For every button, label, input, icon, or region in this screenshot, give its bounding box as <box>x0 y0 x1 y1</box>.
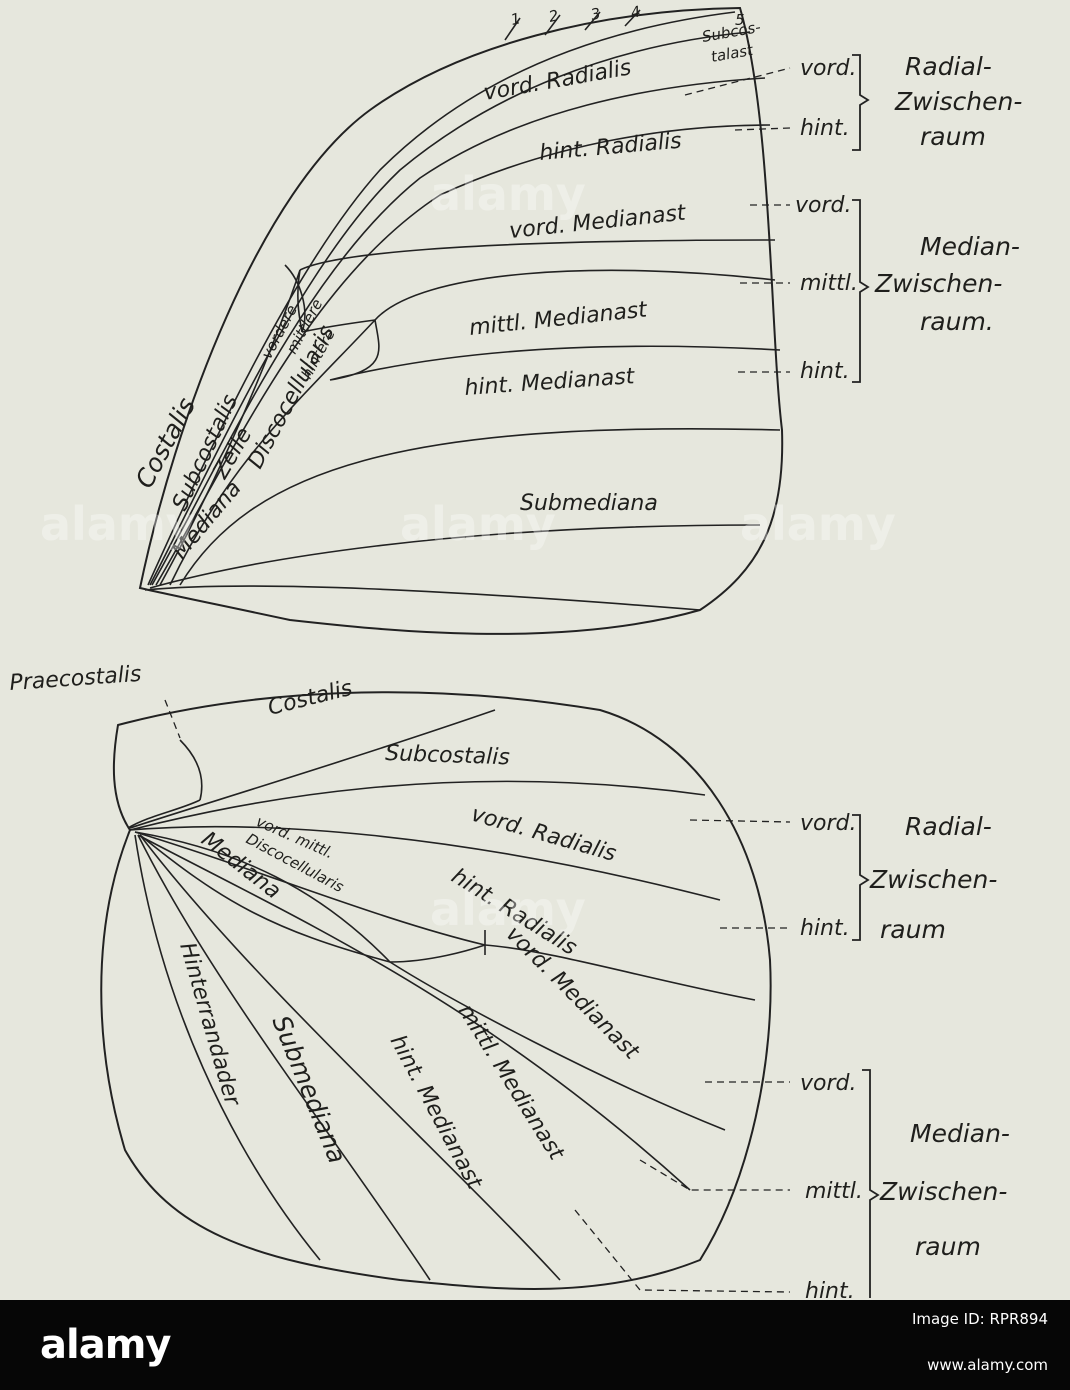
forewing-median-tag-mittl: mittl. <box>800 271 858 296</box>
forewing-subcostalast-label-2: talast <box>710 41 756 66</box>
hindwing-median-group-3: raum <box>915 1232 981 1261</box>
forewing-vein-number-2: 2 <box>547 6 560 26</box>
forewing-hint-medianast-label: hint. Medianast <box>464 364 637 401</box>
forewing-outline <box>138 6 784 635</box>
hindwing-mediana-label: Mediana <box>196 827 285 904</box>
forewing-vein-number-1: 1 <box>509 9 522 29</box>
hindwing-radial-group-3: raum <box>880 915 946 944</box>
forewing-radial-tag-vord: vord. <box>800 56 856 81</box>
hindwing-submediana-label: Submediana <box>266 1011 352 1167</box>
hindwing-praecostalis-label: Praecostalis <box>9 662 143 696</box>
hindwing-radial-tag-hint: hint. <box>800 916 850 941</box>
forewing-radial-group-3: raum <box>920 122 986 151</box>
wing-venation-plate: 1 2 3 4 5 Subcos- talast vord. Radialis … <box>9 2 1023 1300</box>
forewing-radial-brace <box>852 54 870 151</box>
forewing-vord-radialis-label: vord. Radialis <box>482 55 634 106</box>
hindwing-median-tag-vord: vord. <box>800 1071 856 1096</box>
hindwing-median-group-2: Zwischen- <box>879 1177 1007 1206</box>
forewing-vein-number-5: 5 <box>735 11 745 29</box>
watermark-text: alamy <box>40 497 196 551</box>
footer-url: www.alamy.com <box>927 1356 1048 1374</box>
hindwing-costalis-label: Costalis <box>265 676 355 721</box>
footer-bar: alamy Image ID: RPR894 www.alamy.com <box>0 1300 1070 1390</box>
watermark-text: alamy <box>400 497 556 551</box>
forewing-subcostalast-label-1: Subcos- <box>701 18 762 46</box>
hindwing-vord-radialis-label: vord. Radialis <box>468 802 619 867</box>
forewing-median-group-1: Median- <box>920 232 1020 261</box>
forewing-median-tag-hint: hint. <box>800 359 850 384</box>
watermark-text: alamy <box>740 497 896 551</box>
hindwing-median-brace <box>862 1069 880 1298</box>
forewing-median-group-2: Zwischen- <box>874 269 1002 298</box>
footer-logo: alamy <box>40 1322 171 1368</box>
hindwing-radial-group-1: Radial- <box>905 812 992 841</box>
hindwing-subcostalis-label: Subcostalis <box>385 741 510 770</box>
hindwing-median-tag-mittl: mittl. <box>805 1179 863 1204</box>
hindwing-hint-medianast-label: hint. Medianast <box>385 1031 488 1194</box>
forewing-hint-radialis-label: hint. Radialis <box>538 129 682 166</box>
forewing-vein-number-4: 4 <box>629 2 642 22</box>
watermark-text: alamy <box>430 882 586 936</box>
forewing-vein-number-3: 3 <box>589 4 602 24</box>
forewing-submediana-label: Submediana <box>520 491 658 516</box>
forewing-median-brace <box>852 199 870 383</box>
image-id-label: Image ID: RPR894 <box>911 1310 1048 1328</box>
forewing-radial-tag-hint: hint. <box>800 116 850 141</box>
forewing-mittl-medianast-label: mittl. Medianast <box>468 297 649 341</box>
hindwing-radial-tag-vord: vord. <box>800 811 856 836</box>
forewing-radial-group-1: Radial- <box>905 52 992 81</box>
hindwing-median-tag-hint: hint. <box>805 1279 855 1300</box>
hindwing-median-group-1: Median- <box>910 1119 1010 1148</box>
hindwing-outline <box>100 691 772 1290</box>
forewing-radial-group-2: Zwischen- <box>894 87 1022 116</box>
hindwing-mittl-medianast-label: mittl. Medianast <box>453 1000 570 1166</box>
forewing-median-tag-vord: vord. <box>795 193 851 218</box>
watermark-text: alamy <box>430 167 586 221</box>
forewing-median-group-3: raum. <box>920 307 994 336</box>
hindwing-diagram: Praecostalis Costalis Subcostalis vord. … <box>9 662 1010 1300</box>
hindwing-radial-brace <box>852 814 870 941</box>
watermark: alamy alamy alamy alamy alamy <box>40 167 896 936</box>
hindwing-radial-group-2: Zwischen- <box>869 865 997 894</box>
